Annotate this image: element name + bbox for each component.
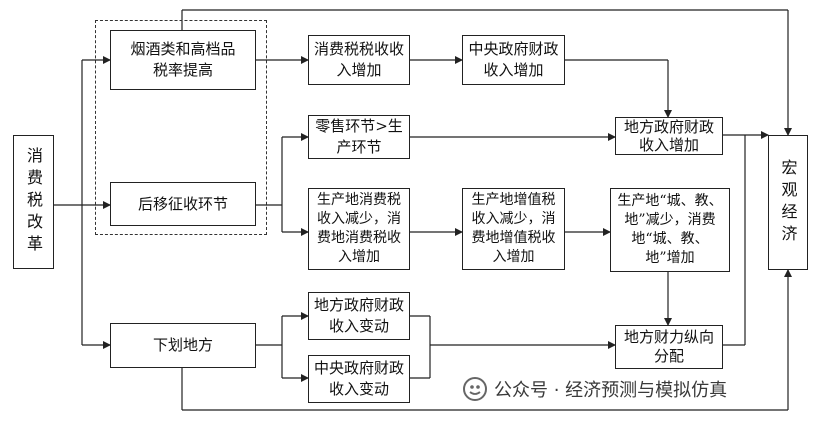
node-local-fiscal-vertical-distribution: 地方财力纵向分配	[615, 325, 723, 369]
wechat-official-account-icon	[463, 377, 487, 401]
reform-group-dashed-frame	[95, 20, 267, 235]
node-label: 生产地消费税收入减少，消费地消费税收入增加	[317, 192, 401, 265]
node-city-education-local-tax: 生产地“城、教、地”减少，消费地“城、教、地”增加	[610, 188, 730, 272]
node-local-revenue-change: 地方政府财政收入变动	[308, 292, 410, 340]
node-label: 地方政府财政收入变动	[314, 296, 405, 335]
node-shift-back-collection: 后移征收环节	[110, 182, 256, 226]
node-delegate-to-local: 下划地方	[110, 323, 256, 368]
node-label: 零售环节>生产环节	[315, 117, 403, 156]
node-consumption-tax-revenue-up: 消费税税收收入增加	[308, 35, 410, 85]
node-label: 消费税改革	[24, 147, 43, 257]
node-label: 生产地增值税收入减少，消费地增值税收入增加	[471, 192, 556, 265]
node-label: 下划地方	[152, 336, 213, 354]
node-consumption-tax-reform: 消费税改革	[13, 135, 54, 269]
node-production-consumption-tax: 生产地消费税收入减少，消费地消费税收入增加	[308, 188, 410, 270]
watermark: 公众号 · 经济预测与模拟仿真	[462, 374, 807, 404]
node-label: 宏观经济	[778, 158, 798, 247]
node-production-vat: 生产地增值税收入减少，消费地增值税收入增加	[462, 188, 565, 270]
node-label: 地方政府财政收入增加	[623, 118, 714, 154]
node-central-revenue-change: 中央政府财政收入变动	[308, 355, 410, 403]
node-label: 生产地“城、教、地”减少，消费地“城、教、地”增加	[617, 193, 723, 266]
node-label: 中央政府财政收入变动	[314, 359, 405, 398]
node-retail-gt-production: 零售环节>生产环节	[308, 115, 410, 159]
node-label: 烟酒类和高档品税率提高	[130, 40, 236, 79]
node-label: 后移征收环节	[137, 194, 228, 213]
node-tobacco-luxury-rate-up: 烟酒类和高档品税率提高	[110, 30, 256, 90]
node-label: 消费税税收收入增加	[314, 40, 405, 79]
watermark-text: 公众号 · 经济预测与模拟仿真	[494, 380, 728, 401]
node-macro-economy: 宏观经济	[768, 135, 808, 270]
node-label: 地方财力纵向分配	[623, 328, 714, 365]
node-local-revenue-up: 地方政府财政收入增加	[615, 117, 723, 155]
node-central-revenue-up: 中央政府财政收入增加	[462, 35, 565, 85]
node-label: 中央政府财政收入增加	[468, 40, 559, 79]
